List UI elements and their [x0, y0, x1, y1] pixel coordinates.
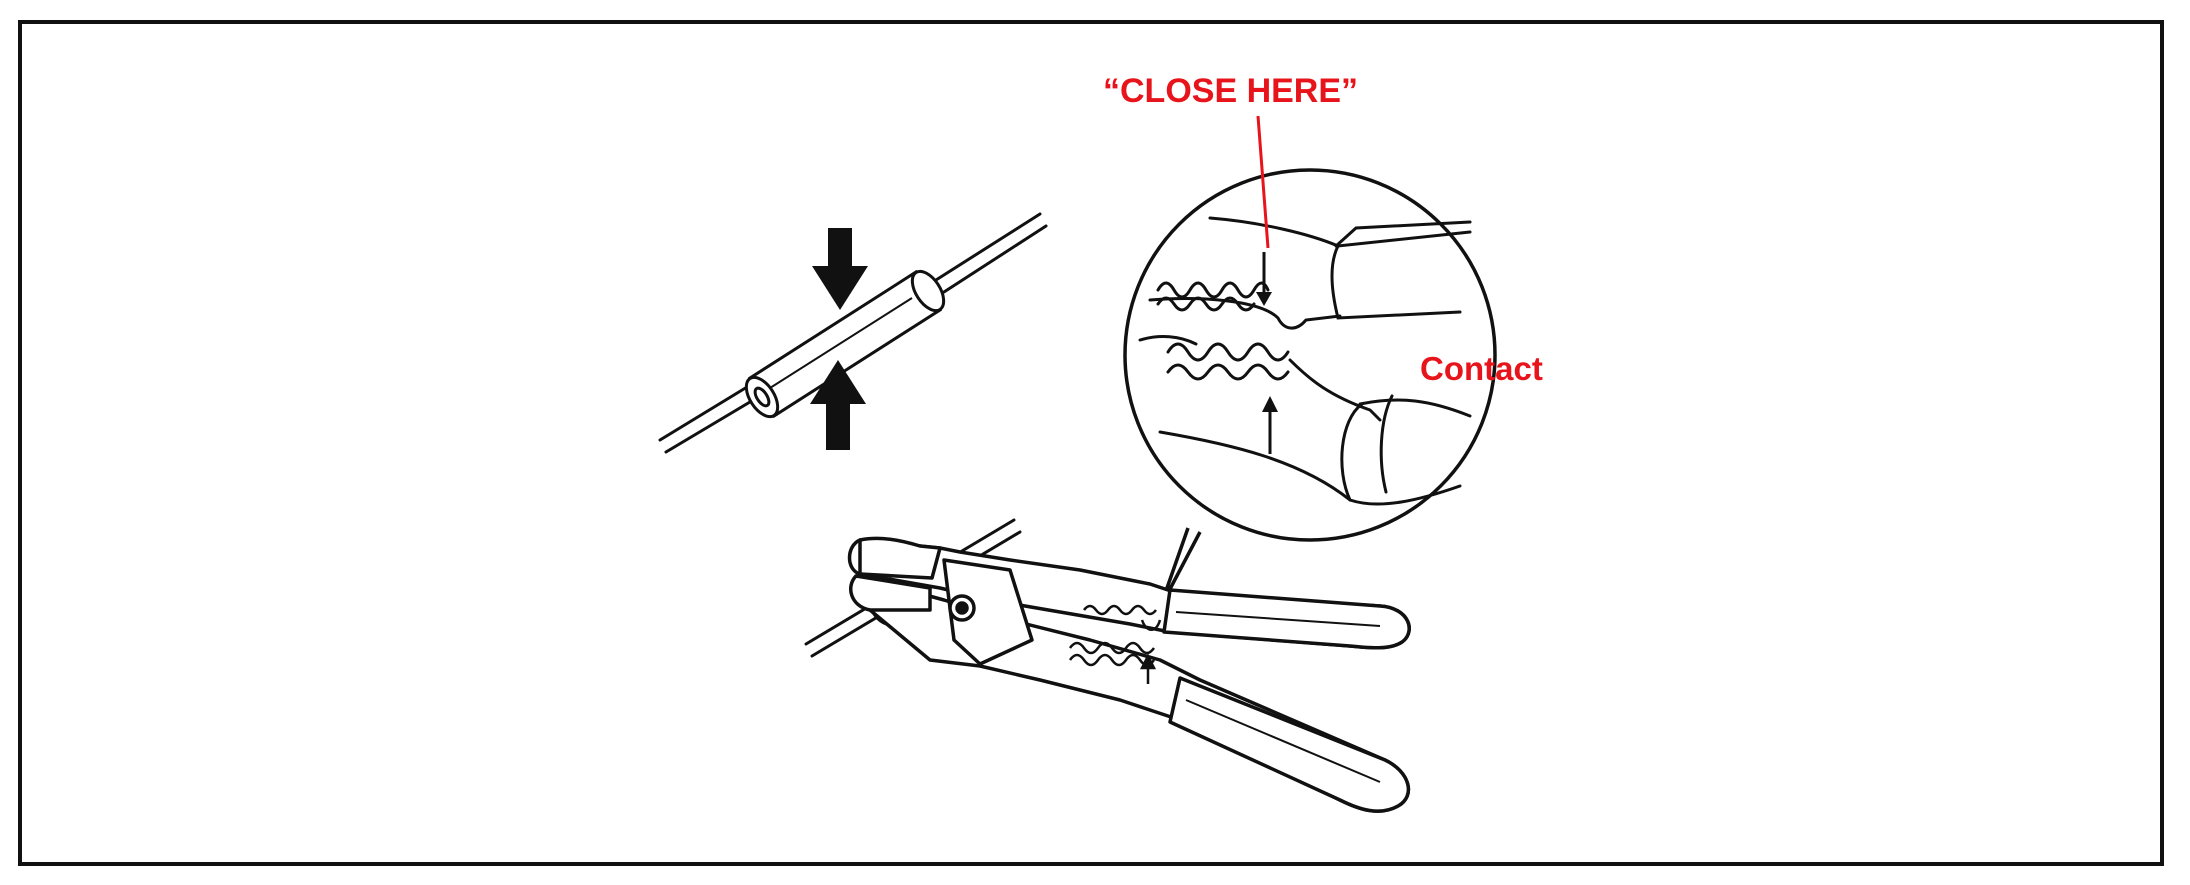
- crimping-pliers: [847, 536, 1411, 813]
- splice-sleeve: [744, 269, 946, 419]
- contact-point-arrow: [1262, 396, 1278, 454]
- figure-border: [18, 20, 2164, 866]
- spliced-wire: [658, 212, 1048, 454]
- arrow-up-icon: [810, 360, 866, 450]
- magnifier-callout: [1123, 168, 1497, 609]
- pliers-crimp-teeth: [1068, 604, 1162, 684]
- arrow-down-icon: [812, 228, 868, 310]
- close-point-arrow: [1256, 252, 1272, 306]
- magnified-jaws: [1138, 216, 1472, 506]
- close-here-leader: [1256, 115, 1270, 249]
- close-here-label: “CLOSE HERE”: [1103, 72, 1359, 110]
- contact-label: Contact: [1420, 350, 1543, 387]
